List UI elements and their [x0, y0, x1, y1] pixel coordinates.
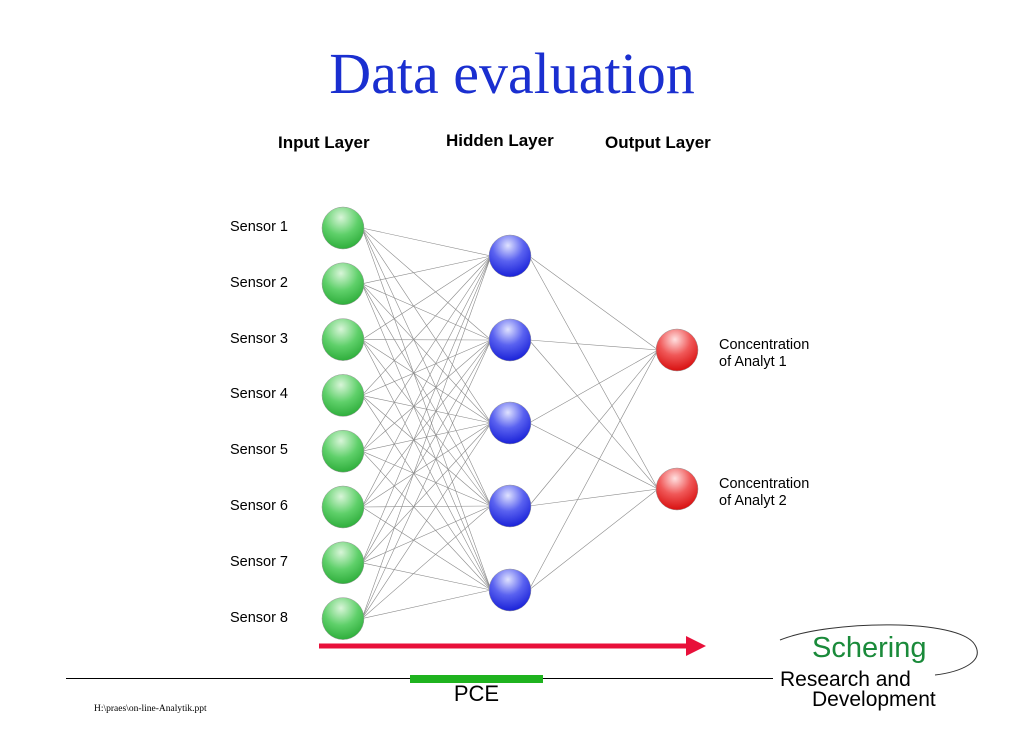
- sensor-label: Sensor 1: [229, 219, 288, 235]
- sensor-label: Sensor 4: [229, 386, 288, 403]
- network-nodes: [321, 206, 699, 640]
- footer-rule-left: [66, 678, 410, 679]
- output-layer-heading: Output Layer: [605, 133, 711, 152]
- connection-line: [528, 349, 659, 591]
- connection-line: [361, 339, 492, 619]
- output-node: [655, 467, 699, 511]
- input-node: [321, 597, 365, 640]
- footer-rule-right: [543, 678, 773, 679]
- input-node: [321, 318, 365, 361]
- input-node: [321, 262, 365, 306]
- sensor-label: Sensor 5: [229, 442, 288, 459]
- hidden-node: [488, 234, 532, 278]
- connection-line: [361, 283, 492, 507]
- connection-line: [361, 227, 492, 507]
- input-node: [321, 429, 365, 473]
- hidden-node: [488, 484, 532, 528]
- connection-line: [528, 339, 659, 490]
- sensor-label: Sensor 3: [229, 330, 288, 347]
- hidden-layer-heading: Hidden Layer: [446, 131, 554, 150]
- connection-line: [361, 339, 492, 452]
- connection-line: [361, 422, 492, 508]
- connection-line: [361, 255, 492, 508]
- network-connections: [361, 227, 659, 619]
- connection-line: [361, 255, 492, 619]
- connection-line: [528, 488, 659, 591]
- connection-line: [528, 349, 659, 424]
- connection-line: [361, 339, 492, 508]
- connection-line: [528, 349, 659, 507]
- sensor-label: Sensor 7: [229, 553, 288, 570]
- connection-line: [361, 505, 492, 508]
- connection-line: [361, 255, 492, 340]
- connection-line: [361, 227, 492, 341]
- slide-title: Data evaluation: [329, 41, 695, 106]
- connection-line: [361, 255, 492, 563]
- sensor-label: Sensor 6: [229, 498, 288, 514]
- file-path: H:\praes\on-line-Analytik.ppt: [94, 704, 207, 714]
- connection-line: [361, 506, 492, 591]
- connection-line: [361, 562, 492, 591]
- logo-development: Development: [812, 688, 936, 711]
- connection-line: [361, 255, 492, 285]
- connection-line: [361, 227, 492, 257]
- connection-line: [361, 422, 492, 564]
- connection-line: [361, 422, 492, 619]
- connection-line: [361, 339, 492, 507]
- connection-line: [361, 255, 492, 452]
- logo-research: Research and: [780, 668, 911, 691]
- input-node: [321, 485, 365, 529]
- input-node: [321, 374, 365, 417]
- sensor-label: Sensor 8: [229, 609, 288, 626]
- flow-arrow: [319, 636, 706, 656]
- connection-line: [361, 283, 492, 341]
- pce-label: PCE: [453, 681, 500, 706]
- logo-schering: Schering: [812, 632, 927, 664]
- connection-line: [528, 255, 659, 490]
- connection-line: [528, 422, 659, 490]
- connection-line: [361, 505, 492, 619]
- hidden-node: [488, 568, 532, 612]
- connection-line: [528, 339, 659, 351]
- input-node: [321, 541, 365, 585]
- input-node: [321, 206, 365, 250]
- pce-bar: [410, 675, 543, 683]
- output-node: [655, 328, 699, 372]
- hidden-node: [488, 401, 532, 445]
- sensor-label: Sensor 2: [229, 274, 288, 291]
- connection-line: [361, 589, 492, 619]
- connection-line: [361, 339, 492, 563]
- connection-line: [528, 255, 659, 351]
- connection-line: [361, 505, 492, 564]
- hidden-node: [488, 318, 532, 362]
- logo-swoosh: [779, 624, 978, 676]
- connection-line: [361, 395, 492, 507]
- connection-line: [361, 339, 492, 396]
- input-layer-heading: Input Layer: [278, 133, 370, 152]
- connection-line: [361, 255, 492, 396]
- connection-line: [528, 488, 659, 507]
